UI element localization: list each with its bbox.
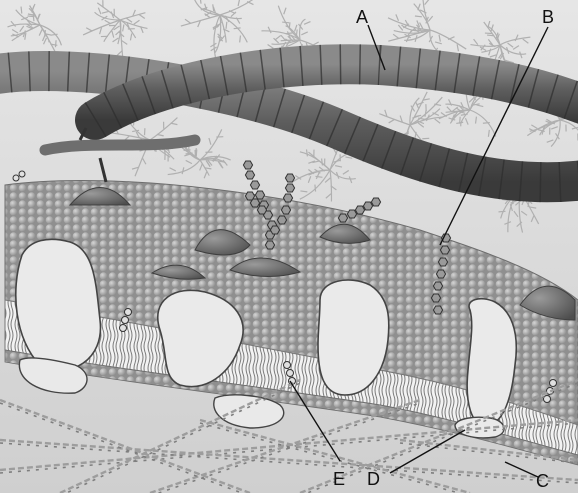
ecm-branch bbox=[315, 185, 316, 192]
ecm-branch bbox=[499, 211, 506, 212]
sugar-unit bbox=[245, 171, 254, 179]
ecm-branch bbox=[415, 16, 422, 17]
ecm-branch bbox=[28, 16, 35, 17]
sugar-unit bbox=[338, 214, 347, 222]
sugar-unit bbox=[355, 206, 364, 214]
ecm-branch bbox=[226, 22, 227, 29]
sugar-unit bbox=[255, 191, 264, 199]
sugar-unit bbox=[257, 206, 266, 214]
ecm-branch bbox=[234, 28, 241, 29]
sugar-unit bbox=[440, 246, 449, 254]
label-c: C bbox=[536, 471, 549, 491]
sugar-unit bbox=[438, 258, 447, 266]
label-a: A bbox=[356, 7, 368, 27]
ecm-branch bbox=[460, 117, 461, 124]
sugar-unit bbox=[431, 294, 440, 302]
sugar-unit bbox=[433, 282, 442, 290]
sugar-unit bbox=[436, 270, 445, 278]
ecm-branch bbox=[240, 35, 241, 42]
label-b: B bbox=[542, 7, 554, 27]
ecm-branch bbox=[282, 22, 289, 23]
ecm-branch bbox=[21, 7, 22, 14]
sugar-unit bbox=[285, 174, 294, 182]
sugar-unit bbox=[363, 202, 372, 210]
sugar-unit bbox=[277, 216, 286, 224]
label-d: D bbox=[367, 469, 380, 489]
sugar-unit bbox=[243, 161, 252, 169]
ecm-branch bbox=[289, 22, 290, 29]
ecm-branch bbox=[55, 40, 56, 47]
label-e: E bbox=[333, 469, 345, 489]
sugar-unit bbox=[283, 194, 292, 202]
sugar-unit bbox=[281, 206, 290, 214]
sugar-unit bbox=[285, 184, 294, 192]
sugar-unit bbox=[433, 306, 442, 314]
sugar-unit bbox=[270, 226, 279, 234]
sugar-unit bbox=[265, 241, 274, 249]
sugar-unit bbox=[245, 192, 254, 200]
sugar-unit bbox=[371, 198, 380, 206]
sugar-unit bbox=[250, 181, 259, 189]
ecm-branch bbox=[483, 123, 490, 124]
ecm-branch bbox=[296, 29, 297, 36]
sugar-unit bbox=[347, 210, 356, 218]
ecm-branch bbox=[286, 33, 293, 34]
ecm-branch bbox=[487, 35, 494, 36]
